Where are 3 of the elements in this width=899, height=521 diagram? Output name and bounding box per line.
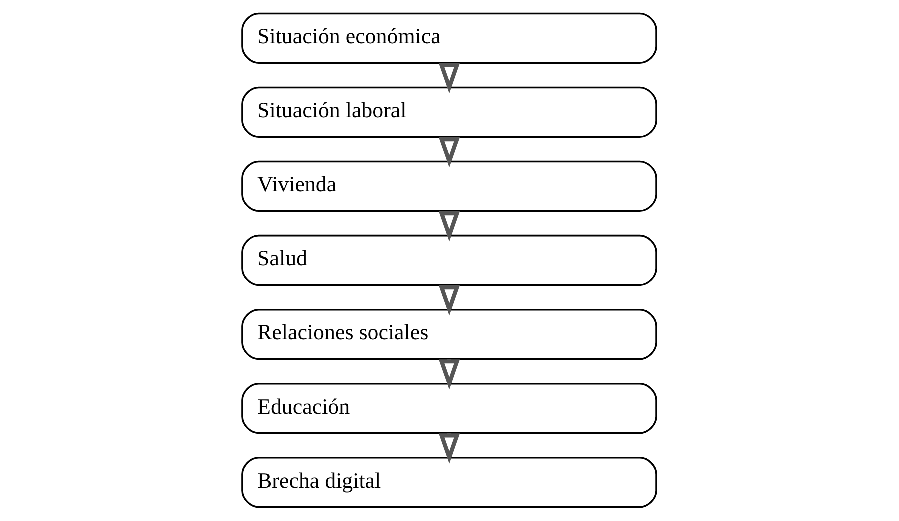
- node-box: Brecha digital: [242, 457, 658, 508]
- node-box: Situación económica: [242, 12, 658, 64]
- node-box: Situación laboral: [242, 86, 658, 138]
